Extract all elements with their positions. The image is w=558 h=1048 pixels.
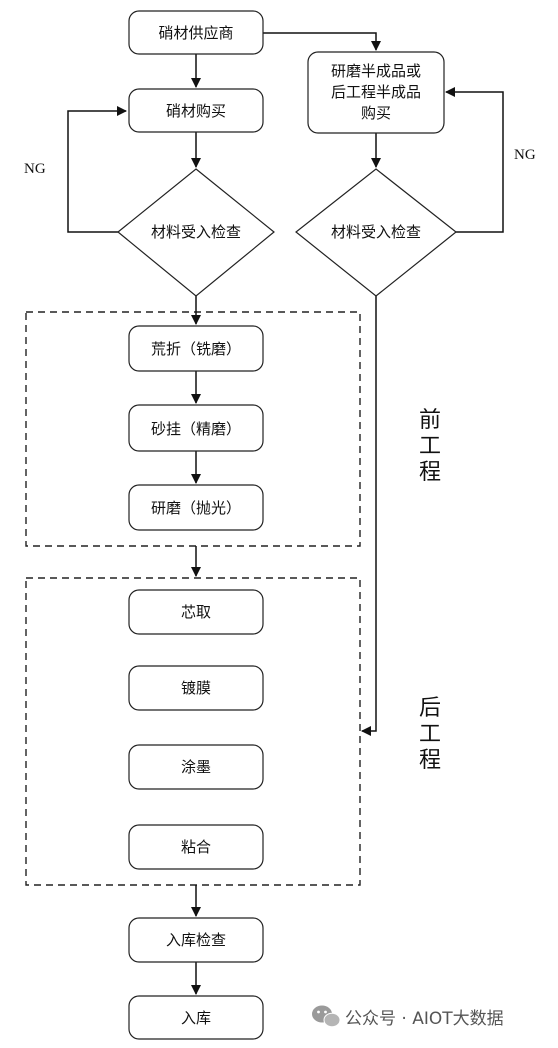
stage-char: 工 <box>419 722 441 747</box>
node-label: 研磨（抛光） <box>151 499 241 517</box>
node-label: 硝材供应商 <box>158 24 233 42</box>
back-process-group <box>25 577 361 886</box>
node-polishing: 研磨（抛光） <box>128 484 264 531</box>
node-label: 涂墨 <box>181 758 211 776</box>
node-rough-grinding: 荒折（铣磨） <box>128 325 264 372</box>
node-label: 镀膜 <box>181 679 211 697</box>
watermark: 公众号 · AIOT大数据 <box>312 1005 504 1029</box>
node-label: 入库检查 <box>166 931 226 949</box>
node-label-line-1: 研磨半成品或 <box>331 62 421 80</box>
node-inspection-right: 材料受入检查 <box>295 168 457 297</box>
node-storage: 入库 <box>128 995 264 1040</box>
node-label: 荒折（铣磨） <box>151 340 241 358</box>
ng-label-left: NG <box>24 161 46 177</box>
node-glass-supplier: 硝材供应商 <box>128 10 264 55</box>
node-label: 入库 <box>181 1009 211 1027</box>
stage-char: 后 <box>419 696 441 721</box>
front-process-group <box>25 311 361 547</box>
wechat-icon <box>312 1005 341 1028</box>
node-bonding: 粘合 <box>128 824 264 870</box>
edge-inspection-to-back-process <box>361 296 377 736</box>
node-label: 砂挂（精磨） <box>151 420 241 438</box>
node-glass-purchase: 硝材购买 <box>128 88 264 133</box>
connectors <box>67 32 504 995</box>
node-label-line-2: 后工程半成品 <box>331 83 421 101</box>
node-label: 材料受入检查 <box>331 223 421 241</box>
edge-supplier-to-semi-purchase <box>263 32 381 51</box>
stage-label-back: 后 工 程 <box>419 696 441 773</box>
stage-char: 工 <box>419 434 441 459</box>
node-semi-finished-purchase: 研磨半成品或 后工程半成品 购买 <box>307 51 445 134</box>
node-inspection-left: 材料受入检查 <box>117 168 275 297</box>
node-label: 粘合 <box>181 838 211 856</box>
node-label-line-3: 购买 <box>361 104 391 122</box>
node-label: 材料受入检查 <box>151 223 241 241</box>
stage-char: 前 <box>419 408 441 433</box>
stage-char: 程 <box>419 460 441 485</box>
node-label: 硝材购买 <box>166 102 226 120</box>
node-sand-grinding: 砂挂（精磨） <box>128 404 264 452</box>
stage-char: 程 <box>419 748 441 773</box>
node-inking: 涂墨 <box>128 744 264 790</box>
node-centering: 芯取 <box>128 589 264 635</box>
node-label: 芯取 <box>181 603 211 621</box>
edge-ng-loop-right <box>445 87 504 233</box>
stage-label-front: 前 工 程 <box>419 408 441 485</box>
ng-label-right: NG <box>514 147 536 163</box>
watermark-text: 公众号 · AIOT大数据 <box>345 1009 504 1029</box>
node-coating: 镀膜 <box>128 665 264 711</box>
node-final-inspection: 入库检查 <box>128 917 264 963</box>
edge-ng-loop-left <box>67 106 127 233</box>
